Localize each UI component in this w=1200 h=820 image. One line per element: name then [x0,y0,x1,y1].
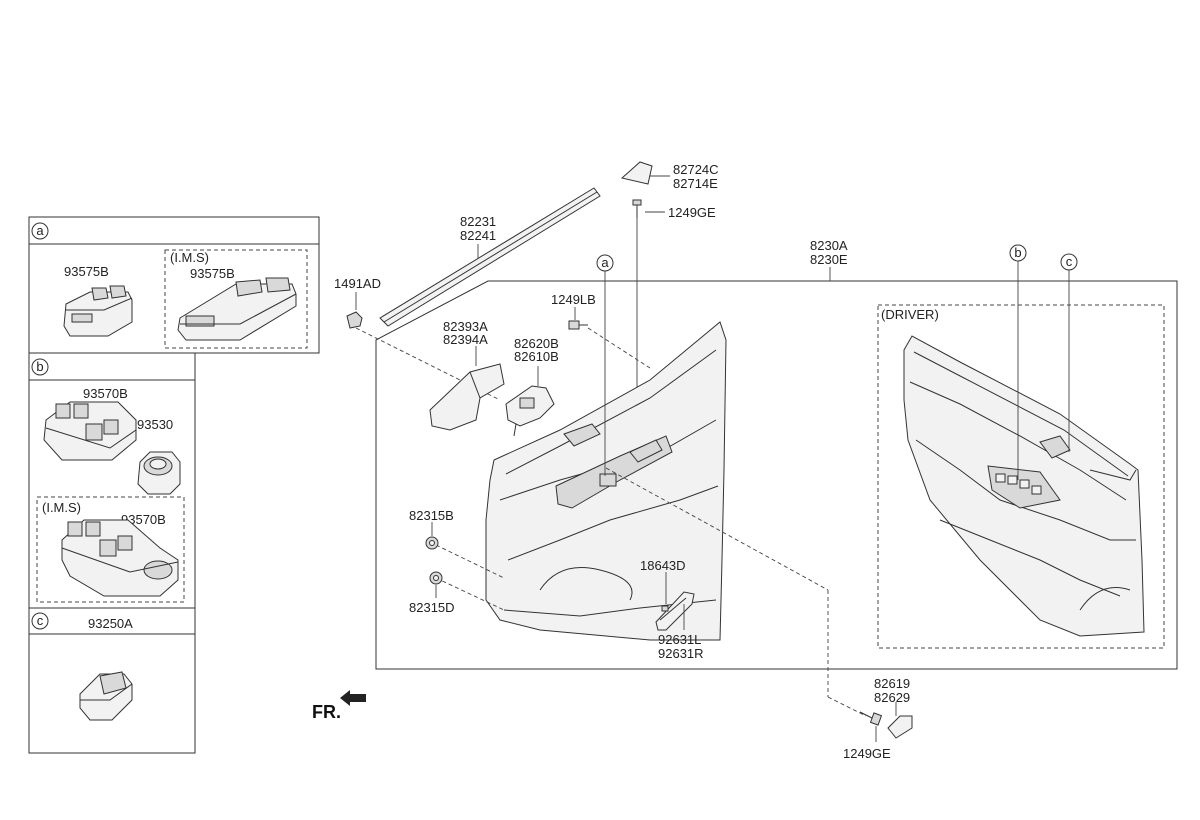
fastener-82315d: 82315D [409,571,455,615]
assembly-label-line2: 8230E [810,252,848,267]
screw-1249lb: 1249LB [551,292,651,369]
assembly-label-line1: 8230A [810,238,848,253]
passenger-switch-c-icon [79,671,133,721]
legend-panel-a: a 93575B (I.M.S) 93575B [28,216,320,354]
legend-panel-b: b 93570B 93530 (I.M.S) 93570B [28,352,196,609]
part-label-1249ge-top: 1249GE [668,205,716,220]
legend-a-letter: a [36,223,44,238]
callout-a-main: a [596,254,614,476]
trim-cap-82724c: 82724C 82714E [620,161,719,191]
courtesy-lamp: 18643D 92631L 92631R [640,558,704,661]
part-label-82714e: 82714E [673,176,718,191]
legend-b-part2-label: 93530 [137,417,173,432]
part-label-82315d: 82315D [409,600,455,615]
callout-b-letter: b [1014,245,1021,260]
legend-b-part1-label: 93570B [83,386,128,401]
part-label-1249ge-bottom: 1249GE [843,746,891,761]
part-label-92631r: 92631R [658,646,704,661]
part-label-82231: 82231 [460,214,496,229]
part-label-82620b: 82620B [514,336,559,351]
legend-b-ims-caption: (I.M.S) [42,500,81,515]
legend-a-ims-part-label: 93575B [190,266,235,281]
legend-panel-c: c 93250A [28,607,196,754]
master-switch-b-ims-icon [61,519,179,597]
callout-c-letter: c [1066,254,1073,269]
part-label-82394a: 82394A [443,332,488,347]
callout-a-letter: a [601,255,609,270]
part-label-18643d: 18643D [640,558,686,573]
callout-b-main: b [1009,244,1027,480]
front-label: FR. [312,702,341,722]
master-switch-b-icon [43,401,137,461]
part-label-1249lb: 1249LB [551,292,596,307]
part-label-82610b: 82610B [514,349,559,364]
cover-82619: 82619 82629 [874,676,913,739]
front-direction-indicator: FR. [312,690,366,722]
screw-1249ge-bottom: 1249GE [843,711,891,761]
legend-c-letter: c [37,613,44,628]
part-label-1491ad: 1491AD [334,276,381,291]
part-label-92631l: 92631L [658,632,701,647]
front-arrow-icon [340,690,366,706]
inside-handle: 82620B 82610B [505,336,559,437]
door-padding: 82393A 82394A [429,319,505,431]
callout-c-main: c [1060,253,1078,452]
part-label-82241: 82241 [460,228,496,243]
part-label-82619: 82619 [874,676,910,691]
part-label-82315b: 82315B [409,508,454,523]
driver-caption: (DRIVER) [881,307,939,322]
part-label-82629: 82629 [874,690,910,705]
part-label-82393a: 82393A [443,319,488,334]
legend-a-part-label: 93575B [64,264,109,279]
legend-a-ims-caption: (I.M.S) [170,250,209,265]
legend-b-letter: b [36,359,43,374]
driver-door-group: (DRIVER) [877,304,1165,649]
fastener-82315b: 82315B [409,508,454,550]
mirror-switch-icon [137,451,181,495]
belt-weatherstrip: 82231 82241 [379,187,601,327]
part-label-82724c: 82724C [673,162,719,177]
legend-c-part-label: 93250A [88,616,133,631]
door-trim-assembly-frame: 8230A 8230E [375,238,1178,670]
window-switch-a-icon [63,285,133,337]
window-switch-a-ims-icon [177,277,297,341]
